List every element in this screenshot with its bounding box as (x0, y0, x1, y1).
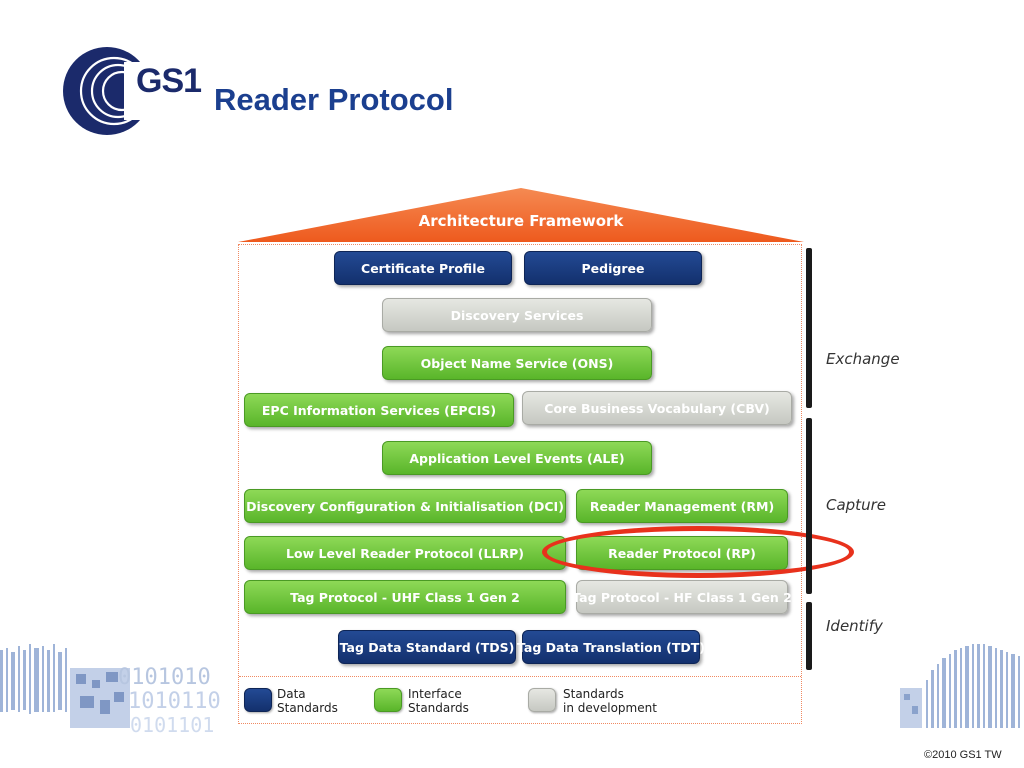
tag-protocol-hf-block[interactable]: Tag Protocol - HF Class 1 Gen 2 (572, 580, 792, 614)
legend-dev-line2: in development (563, 701, 657, 715)
exchange-bracket (806, 248, 812, 408)
llrp-block[interactable]: Low Level Reader Protocol (LLRP) (244, 536, 566, 570)
architecture-framework-roof: Architecture Framework (238, 186, 804, 244)
barcode-decoration-left: 0101010 1010110 0101101 (0, 640, 240, 750)
barcode-decoration-right (900, 640, 1024, 730)
copyright: ©2010 GS1 TW (924, 749, 1002, 761)
gs1-logo: GS1 (62, 44, 202, 138)
certificate-profile-block[interactable]: Certificate Profile (334, 251, 512, 285)
tag-protocol-uhf-block[interactable]: Tag Protocol - UHF Class 1 Gen 2 (244, 580, 566, 614)
dci-block[interactable]: Discovery Configuration & Initialisation… (244, 489, 566, 523)
cbv-block[interactable]: Core Business Vocabulary (CBV) (522, 391, 792, 425)
legend-dev-swatch (528, 688, 556, 712)
identify-bracket (806, 602, 812, 670)
legend-divider (239, 676, 801, 677)
legend-data-label: Data Standards (277, 687, 338, 715)
discovery-services-block[interactable]: Discovery Services (382, 298, 652, 332)
tdt-block[interactable]: Tag Data Translation (TDT) (517, 630, 705, 664)
gs1-logo-text: GS1 (136, 62, 202, 100)
roof-label: Architecture Framework (418, 212, 624, 230)
legend-dev-line1: Standards (563, 687, 624, 701)
pedigree-block[interactable]: Pedigree (524, 251, 702, 285)
ale-block[interactable]: Application Level Events (ALE) (382, 441, 652, 475)
rm-block[interactable]: Reader Management (RM) (576, 489, 788, 523)
gs1-logo-mark (63, 47, 172, 135)
exchange-layer-label: Exchange (826, 350, 900, 368)
tds-block[interactable]: Tag Data Standard (TDS) (338, 630, 516, 664)
identify-layer-label: Identify (826, 617, 883, 635)
legend-interface-line1: Interface (408, 687, 462, 701)
legend-data-line1: Data (277, 687, 306, 701)
capture-bracket (806, 418, 812, 594)
svg-text:0101010: 0101010 (118, 665, 211, 690)
svg-text:1010110: 1010110 (128, 689, 221, 714)
capture-layer-label: Capture (826, 496, 886, 514)
legend-interface-swatch (374, 688, 402, 712)
legend-interface-line2: Standards (408, 701, 469, 715)
legend-dev-label: Standards in development (563, 687, 657, 715)
page-title: Reader Protocol (214, 82, 454, 117)
legend-interface-label: Interface Standards (408, 687, 469, 715)
legend-data-line2: Standards (277, 701, 338, 715)
legend-data-swatch (244, 688, 272, 712)
svg-text:0101101: 0101101 (130, 713, 214, 737)
roof-shape (238, 188, 804, 242)
highlight-ellipse (542, 526, 854, 578)
ons-block[interactable]: Object Name Service (ONS) (382, 346, 652, 380)
epcis-block[interactable]: EPC Information Services (EPCIS) (244, 393, 514, 427)
